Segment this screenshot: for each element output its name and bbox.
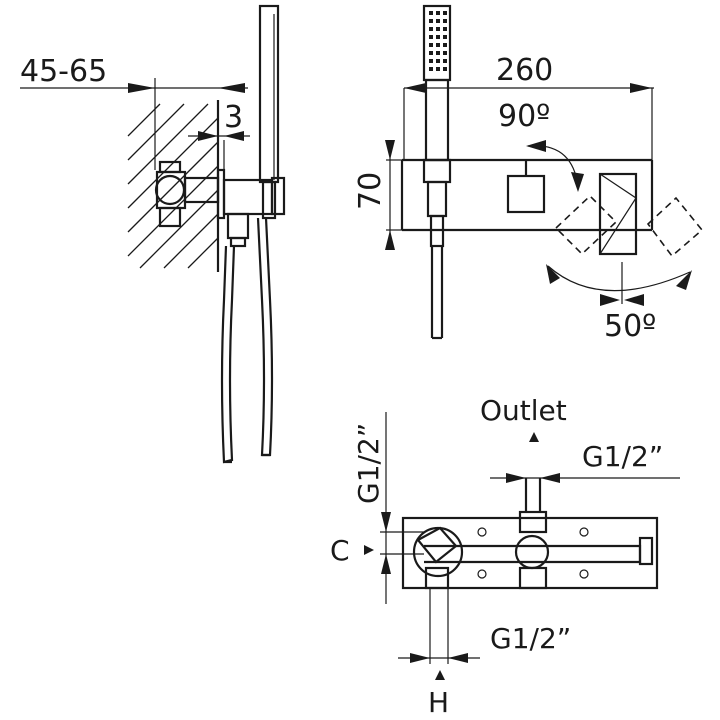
hot-thread-label: G1/2”: [490, 622, 571, 655]
nozzle: [443, 35, 447, 39]
nozzle: [429, 51, 433, 55]
wall-depth-label: 45-65: [20, 54, 107, 89]
nozzle: [436, 27, 440, 31]
nozzle: [443, 51, 447, 55]
lever-handle: [598, 172, 638, 256]
plan-view: Outlet G1/2” G1/2” C G1/2” H: [330, 394, 680, 719]
nozzle: [443, 27, 447, 31]
nozzle: [429, 27, 433, 31]
side-view: 45-65 3: [20, 4, 286, 464]
hot-label: H: [428, 686, 449, 719]
nozzle: [443, 67, 447, 71]
wall-hatching: [127, 103, 219, 269]
nozzle: [429, 43, 433, 47]
outlet-label: Outlet: [480, 394, 567, 427]
nozzle: [436, 35, 440, 39]
nozzle: [443, 43, 447, 47]
nozzle: [436, 19, 440, 23]
shower-nozzles: [429, 11, 447, 71]
nozzle: [443, 19, 447, 23]
nozzle: [429, 19, 433, 23]
nozzle: [429, 35, 433, 39]
nozzle: [436, 11, 440, 15]
nozzle: [436, 51, 440, 55]
nozzle: [443, 59, 447, 63]
nozzle: [436, 67, 440, 71]
plate-gap-label: 3: [224, 100, 243, 135]
height-label: 70: [353, 172, 388, 210]
swing-angle-label: 50º: [604, 309, 656, 344]
nozzle: [443, 11, 447, 15]
nozzle: [436, 43, 440, 47]
nozzle: [429, 59, 433, 63]
cold-label: C: [330, 534, 350, 567]
length-label: 260: [496, 53, 553, 88]
nozzle: [436, 59, 440, 63]
cold-thread-label: G1/2”: [352, 423, 385, 504]
outlet-thread-label: G1/2”: [582, 440, 663, 473]
rotation-label: 90º: [498, 99, 550, 134]
nozzle: [429, 67, 433, 71]
front-view: 90º 50º 260 70: [353, 4, 704, 344]
mounting-holes: [477, 527, 589, 579]
nozzle: [429, 11, 433, 15]
